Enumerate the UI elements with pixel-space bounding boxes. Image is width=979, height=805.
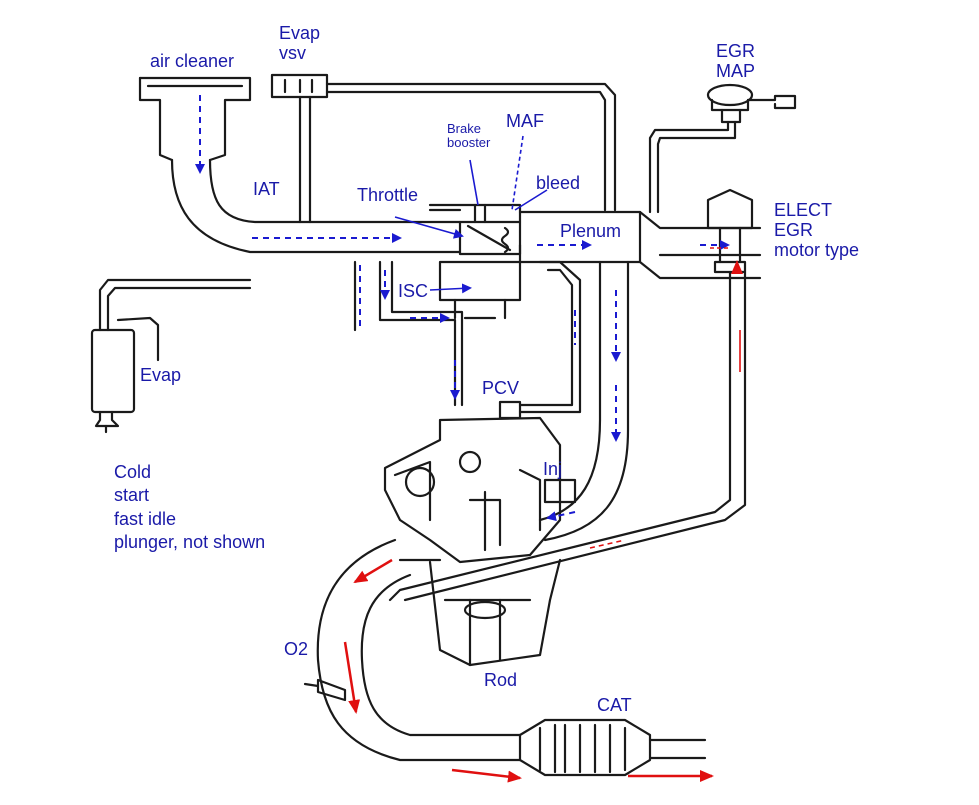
label-maf: MAF [506,111,544,131]
egr-tube [388,270,747,602]
label-elect-egr: ELECT EGR motor type [774,200,860,260]
label-egr-map-line2: MAP [716,60,756,81]
label-evap-vsv: Evap vsv [279,23,321,64]
intake-flow-arrows [195,95,730,522]
label-bleed: bleed [536,173,581,193]
label-isc: ISC [398,281,429,301]
label-cat: CAT [597,695,632,715]
label-egr-map: EGR MAP [716,41,756,82]
throttle-body [428,203,522,256]
intake-runner [538,260,630,542]
label-inj: Inj [543,459,563,479]
label-plenum: Plenum [560,221,622,241]
label-cold-start-note: Cold start fast idle plunger, not shown [114,461,265,555]
label-evap-vsv-line2: vsv [279,42,306,63]
cold-start-line: start [114,485,150,506]
exhaust-flow-arrows [343,247,743,783]
label-o2: O2 [284,639,309,659]
evap-canister [90,316,160,434]
cylinder-head [383,416,577,564]
exhaust-pipe [316,538,522,762]
cold-start-line: plunger, not shown [114,532,266,553]
label-brake-booster: Brake booster [447,121,491,151]
label-brake-booster-line2: booster [447,135,491,151]
egr-valve [706,188,754,274]
o2-sensor [303,678,347,702]
label-brake-booster-line1: Brake [447,121,481,136]
egr-map-transducer [648,83,797,214]
label-evap-canister: Evap [140,365,182,385]
label-elect-egr-line3: motor type [774,239,860,260]
label-evap-vsv-line1: Evap [279,23,321,43]
label-egr-map-line1: EGR [716,41,756,61]
engine-block [428,558,562,667]
label-throttle: Throttle [357,185,419,205]
cold-start-line: Cold [114,462,152,482]
catalytic-converter [518,718,707,777]
label-air-cleaner: air cleaner [150,51,235,71]
plenum [518,210,762,280]
label-rod: Rod [484,670,518,690]
label-pcv: PCV [482,378,520,398]
isc-valve [438,260,522,320]
cold-start-line: fast idle [114,508,177,529]
label-elect-egr-line2: EGR [774,219,814,240]
label-elect-egr-line1: ELECT [774,200,833,220]
evap-canister-hose [98,278,252,332]
evap-vsv-lines [270,73,617,224]
intake-duct [170,158,462,254]
label-leader-lines [394,135,548,294]
air-cleaner-housing [138,76,252,162]
label-iat: IAT [253,179,280,199]
